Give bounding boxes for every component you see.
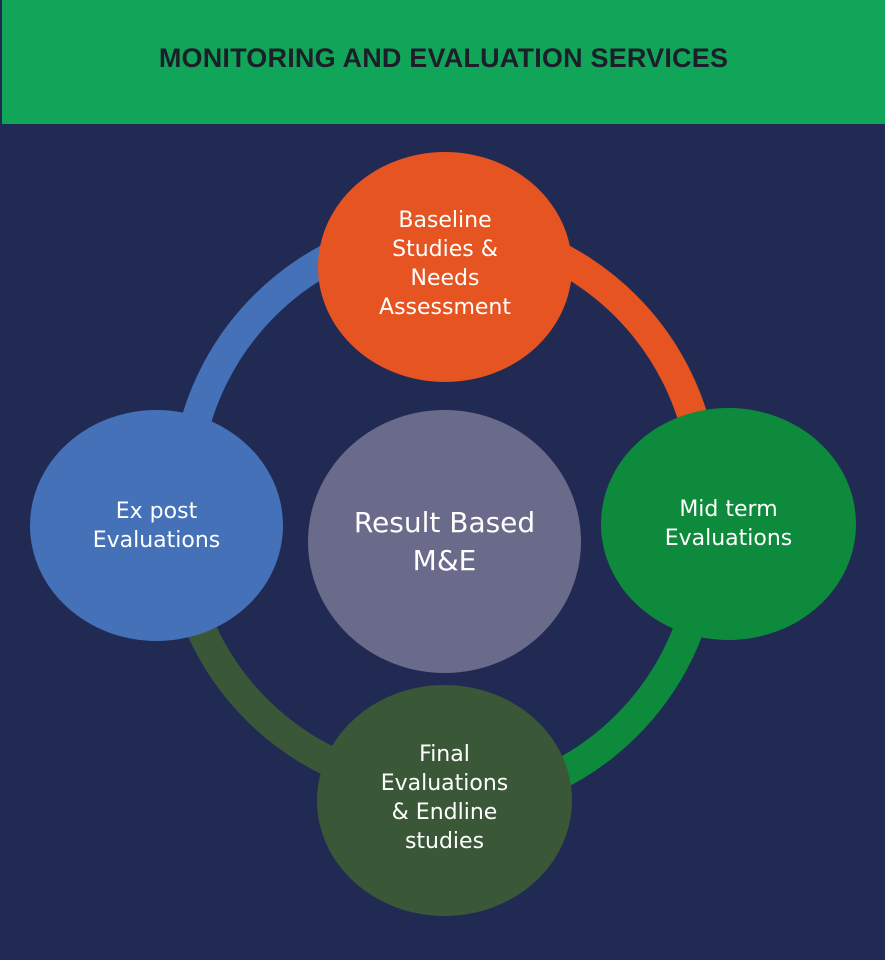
node-ex-post-evaluations: Ex post Evaluations [30, 410, 283, 641]
header-banner: MONITORING AND EVALUATION SERVICES [2, 0, 885, 124]
center-node-label: Result Based M&E [353, 505, 536, 577]
node-final-label: Final Evaluations & Endline studies [380, 742, 509, 854]
node-mid-term-evaluations: Mid term Evaluations [601, 408, 856, 640]
node-baseline-label: Baseline Studies & Needs Assessment [379, 208, 511, 320]
node-mid-term-label: Mid term Evaluations [664, 497, 793, 551]
arc-right-to-bottom [541, 605, 710, 794]
node-ex-post-label: Ex post Evaluations [92, 498, 221, 553]
page-title: MONITORING AND EVALUATION SERVICES [158, 42, 729, 73]
center-node-result-based-me: Result Based M&E [308, 410, 581, 673]
node-baseline-studies: Baseline Studies & Needs Assessment [318, 152, 572, 382]
node-final-evaluations: Final Evaluations & Endline studies [317, 685, 572, 916]
